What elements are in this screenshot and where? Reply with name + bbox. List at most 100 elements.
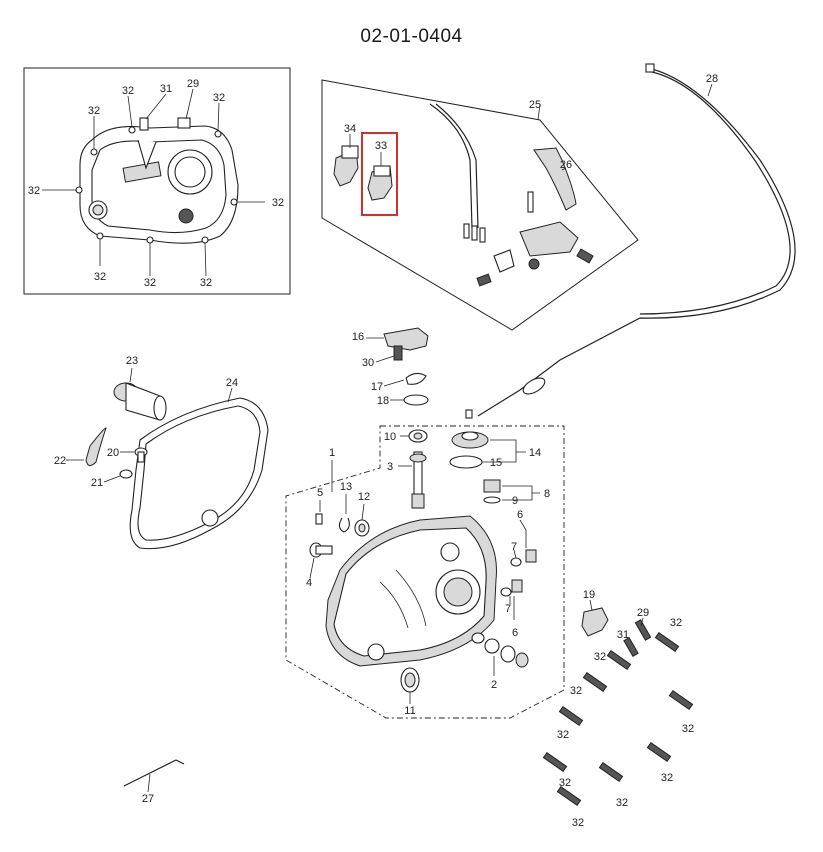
part-4-shank — [315, 545, 333, 555]
cover-bolt-hole — [230, 198, 238, 206]
group-1-frame — [285, 425, 565, 719]
part-16-release-lever — [383, 327, 429, 351]
inset-frame — [23, 67, 291, 295]
part-7-washer — [510, 557, 522, 567]
part-31-bolt — [623, 637, 639, 657]
callout-31: 31 — [617, 629, 629, 641]
cover-bolt-hole — [96, 232, 104, 240]
callout-12: 12 — [358, 491, 370, 503]
callout-20: 20 — [107, 447, 119, 459]
callout-5: 5 — [317, 487, 323, 499]
callout-32: 32 — [28, 185, 40, 197]
callout-32: 32 — [557, 729, 569, 741]
cable-adjuster — [522, 377, 546, 395]
part-9-o-ring — [483, 496, 501, 504]
part-27-hex-key — [123, 759, 185, 787]
callout-28: 28 — [706, 73, 718, 85]
cover-bolt-hole — [75, 186, 83, 194]
main-cover-group: 1 10 3 14 15 8 9 5 — [285, 425, 565, 719]
callout-8: 8 — [544, 488, 550, 500]
callout-22: 22 — [54, 455, 66, 467]
part-22-guide — [85, 427, 107, 466]
cover-bolt-hole — [201, 236, 209, 244]
callout-21: 21 — [91, 477, 103, 489]
callout-2: 2 — [491, 679, 497, 691]
cover-bolt-hole — [146, 236, 154, 244]
cable-end-upper — [645, 63, 655, 73]
callout-32: 32 — [122, 85, 134, 97]
lever-bracket — [519, 221, 579, 257]
clutch-cover-dome-inner — [174, 156, 206, 188]
callout-33: 33 — [375, 140, 387, 152]
callout-32: 32 — [661, 772, 673, 784]
shaft-splines — [411, 493, 425, 509]
callout-34: 34 — [344, 123, 356, 135]
diagram-code: 02-01-0404 — [360, 26, 463, 47]
callout-19: 19 — [583, 589, 595, 601]
left-parts: 23 24 22 20 21 27 — [54, 355, 269, 805]
callout-4: 4 — [306, 577, 312, 589]
harness-connector — [479, 227, 486, 243]
clutch-lever-group: 25 26 34 33 — [321, 79, 639, 331]
part-28-cable — [477, 67, 796, 417]
part-2-ring — [515, 652, 529, 668]
callout-32: 32 — [572, 817, 584, 829]
callout-32: 32 — [88, 105, 100, 117]
bolt-32 — [646, 741, 672, 763]
callout-32: 32 — [570, 685, 582, 697]
callout-32: 32 — [94, 271, 106, 283]
callout-18: 18 — [377, 395, 389, 407]
harness-connector — [463, 223, 470, 239]
callout-14: 14 — [529, 447, 541, 459]
cover-boss — [440, 542, 460, 562]
part-2-ring — [500, 645, 516, 663]
part-33-clamp — [373, 165, 391, 177]
callout-15: 15 — [490, 457, 502, 469]
clutch-cable: 28 — [465, 63, 796, 419]
part-21-washer — [119, 469, 133, 479]
part-33-highlight-frame — [361, 132, 398, 216]
callout-29: 29 — [187, 78, 199, 90]
callout-27: 27 — [142, 793, 154, 805]
lever-adjuster — [576, 248, 594, 264]
callout-24: 24 — [226, 377, 238, 389]
part-6-plug — [511, 579, 523, 593]
part-13-circlip — [338, 517, 350, 533]
callout-6: 6 — [517, 509, 523, 521]
callout-29: 29 — [637, 607, 649, 619]
cover-fitting-31 — [139, 117, 149, 131]
callout-7: 7 — [505, 603, 511, 615]
part-5-pin — [315, 513, 323, 525]
callout-32: 32 — [682, 723, 694, 735]
callout-3: 3 — [387, 461, 393, 473]
bolt-32 — [582, 671, 608, 693]
harness-connector — [471, 225, 478, 241]
callout-7: 7 — [511, 541, 517, 553]
callout-13: 13 — [340, 481, 352, 493]
gasket-dowel-hole — [201, 509, 219, 527]
callout-32: 32 — [670, 617, 682, 629]
callout-25: 25 — [529, 99, 541, 111]
switch-harness — [429, 103, 473, 229]
lever-switch — [493, 249, 515, 273]
callout-32: 32 — [559, 777, 571, 789]
part-2-ring — [471, 632, 485, 644]
cover-fasteners: 19 29 31 32 32 32 32 32 32 32 32 32 — [542, 589, 694, 829]
release-lever-parts: 16 30 17 18 — [352, 327, 429, 407]
lever-pivot-bolt — [527, 191, 534, 213]
cover-bolt-hole — [90, 148, 98, 156]
callout-11: 11 — [404, 705, 415, 717]
part-19-bracket — [581, 607, 609, 637]
part-7-washer — [500, 587, 512, 597]
callout-6: 6 — [512, 627, 518, 639]
cable-end-lower — [465, 409, 473, 419]
cover-fitting-29 — [177, 117, 191, 129]
cover-oil-filler — [178, 208, 194, 224]
cover-plug-center — [92, 204, 104, 216]
lever-screw — [476, 273, 492, 287]
part-30-bolt — [393, 345, 403, 361]
bolt-32 — [654, 631, 680, 653]
lever-nut — [528, 258, 540, 270]
bolt-32 — [598, 761, 624, 783]
cover-bolt-hole — [214, 130, 222, 138]
